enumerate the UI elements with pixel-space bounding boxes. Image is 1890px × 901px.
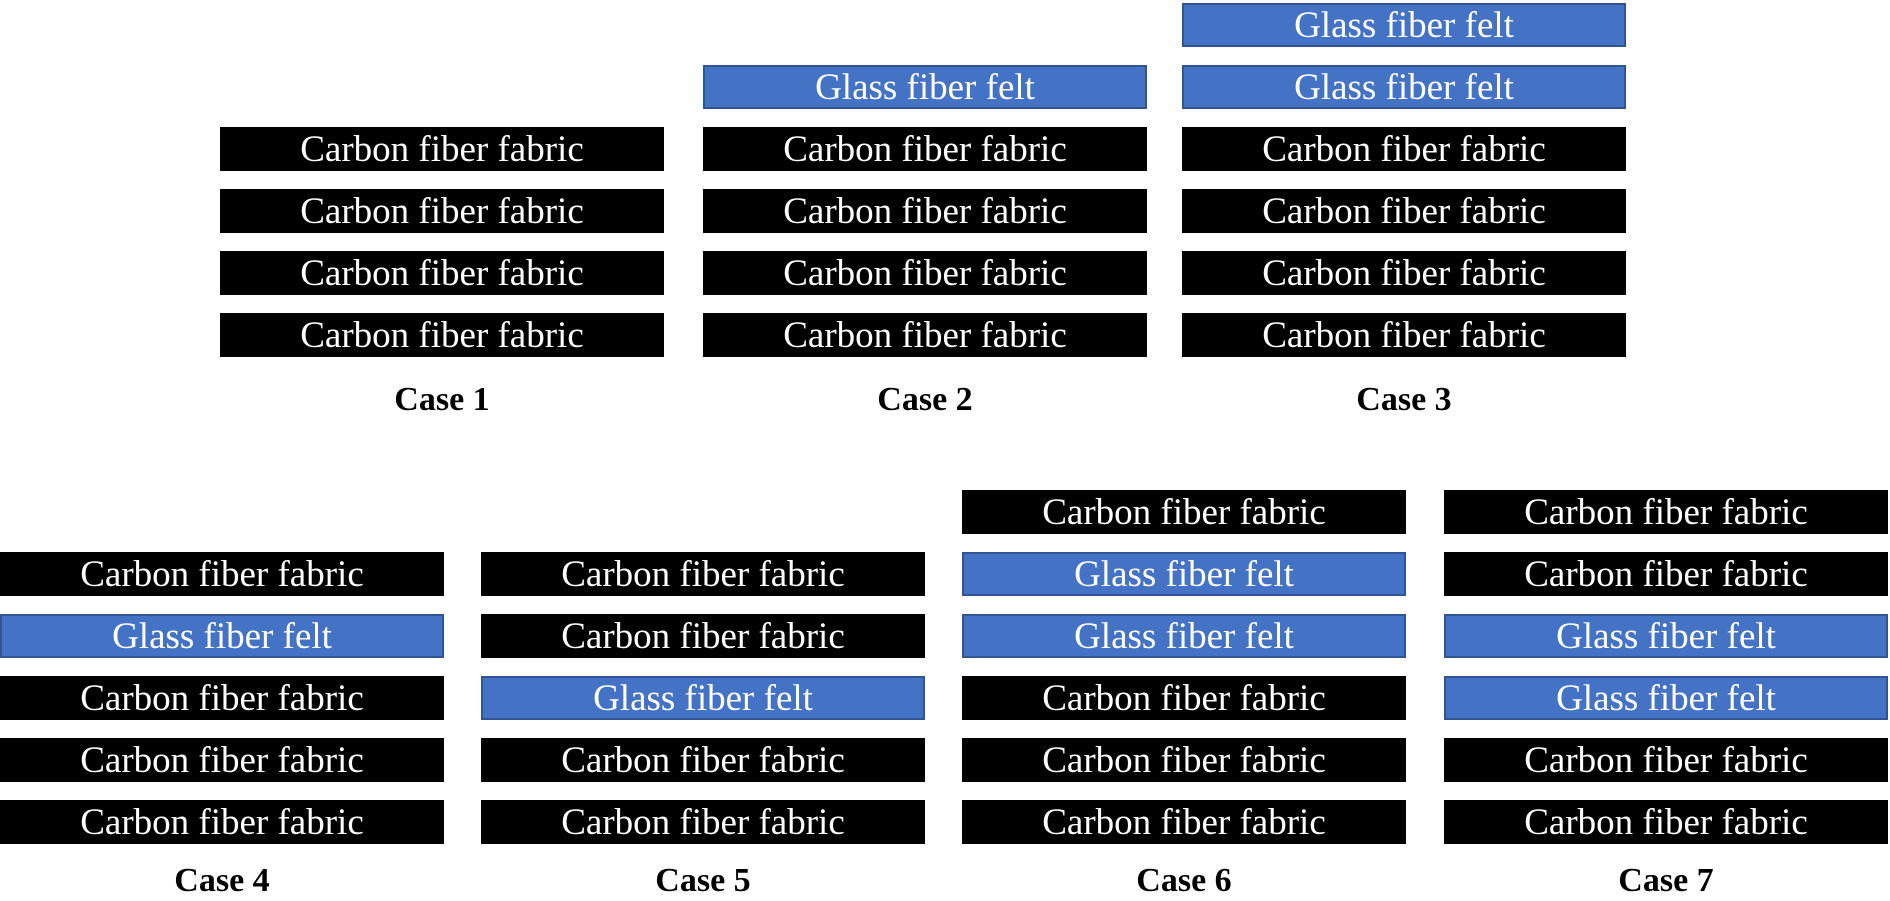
carbon-fiber-fabric-layer: Carbon fiber fabric [220,313,664,357]
carbon-fiber-fabric-layer: Carbon fiber fabric [1444,738,1888,782]
carbon-fiber-fabric-layer: Carbon fiber fabric [481,800,925,844]
case-caption: Case 4 [174,862,270,899]
carbon-fiber-fabric-layer: Carbon fiber fabric [703,313,1147,357]
case-caption: Case 1 [394,381,490,418]
carbon-fiber-fabric-layer: Carbon fiber fabric [962,676,1406,720]
carbon-fiber-fabric-layer: Carbon fiber fabric [481,738,925,782]
carbon-fiber-fabric-layer: Carbon fiber fabric [703,251,1147,295]
carbon-fiber-fabric-layer: Carbon fiber fabric [703,127,1147,171]
carbon-fiber-fabric-layer: Carbon fiber fabric [481,614,925,658]
carbon-fiber-fabric-layer: Carbon fiber fabric [1182,127,1626,171]
glass-fiber-felt-layer: Glass fiber felt [1182,65,1626,109]
carbon-fiber-fabric-layer: Carbon fiber fabric [0,738,444,782]
carbon-fiber-fabric-layer: Carbon fiber fabric [1444,490,1888,534]
glass-fiber-felt-layer: Glass fiber felt [1444,676,1888,720]
carbon-fiber-fabric-layer: Carbon fiber fabric [703,189,1147,233]
case-caption: Case 3 [1356,381,1452,418]
case-caption: Case 5 [655,862,751,899]
carbon-fiber-fabric-layer: Carbon fiber fabric [220,189,664,233]
glass-fiber-felt-layer: Glass fiber felt [481,676,925,720]
glass-fiber-felt-layer: Glass fiber felt [703,65,1147,109]
carbon-fiber-fabric-layer: Carbon fiber fabric [1182,251,1626,295]
carbon-fiber-fabric-layer: Carbon fiber fabric [1444,552,1888,596]
carbon-fiber-fabric-layer: Carbon fiber fabric [481,552,925,596]
carbon-fiber-fabric-layer: Carbon fiber fabric [962,490,1406,534]
carbon-fiber-fabric-layer: Carbon fiber fabric [220,251,664,295]
carbon-fiber-fabric-layer: Carbon fiber fabric [1182,313,1626,357]
carbon-fiber-fabric-layer: Carbon fiber fabric [962,738,1406,782]
carbon-fiber-fabric-layer: Carbon fiber fabric [1444,800,1888,844]
carbon-fiber-fabric-layer: Carbon fiber fabric [1182,189,1626,233]
case-caption: Case 2 [877,381,973,418]
glass-fiber-felt-layer: Glass fiber felt [962,614,1406,658]
glass-fiber-felt-layer: Glass fiber felt [962,552,1406,596]
glass-fiber-felt-layer: Glass fiber felt [1182,3,1626,47]
carbon-fiber-fabric-layer: Carbon fiber fabric [0,552,444,596]
glass-fiber-felt-layer: Glass fiber felt [0,614,444,658]
glass-fiber-felt-layer: Glass fiber felt [1444,614,1888,658]
carbon-fiber-fabric-layer: Carbon fiber fabric [962,800,1406,844]
carbon-fiber-fabric-layer: Carbon fiber fabric [0,676,444,720]
case-caption: Case 6 [1136,862,1232,899]
carbon-fiber-fabric-layer: Carbon fiber fabric [220,127,664,171]
carbon-fiber-fabric-layer: Carbon fiber fabric [0,800,444,844]
case-caption: Case 7 [1618,862,1714,899]
